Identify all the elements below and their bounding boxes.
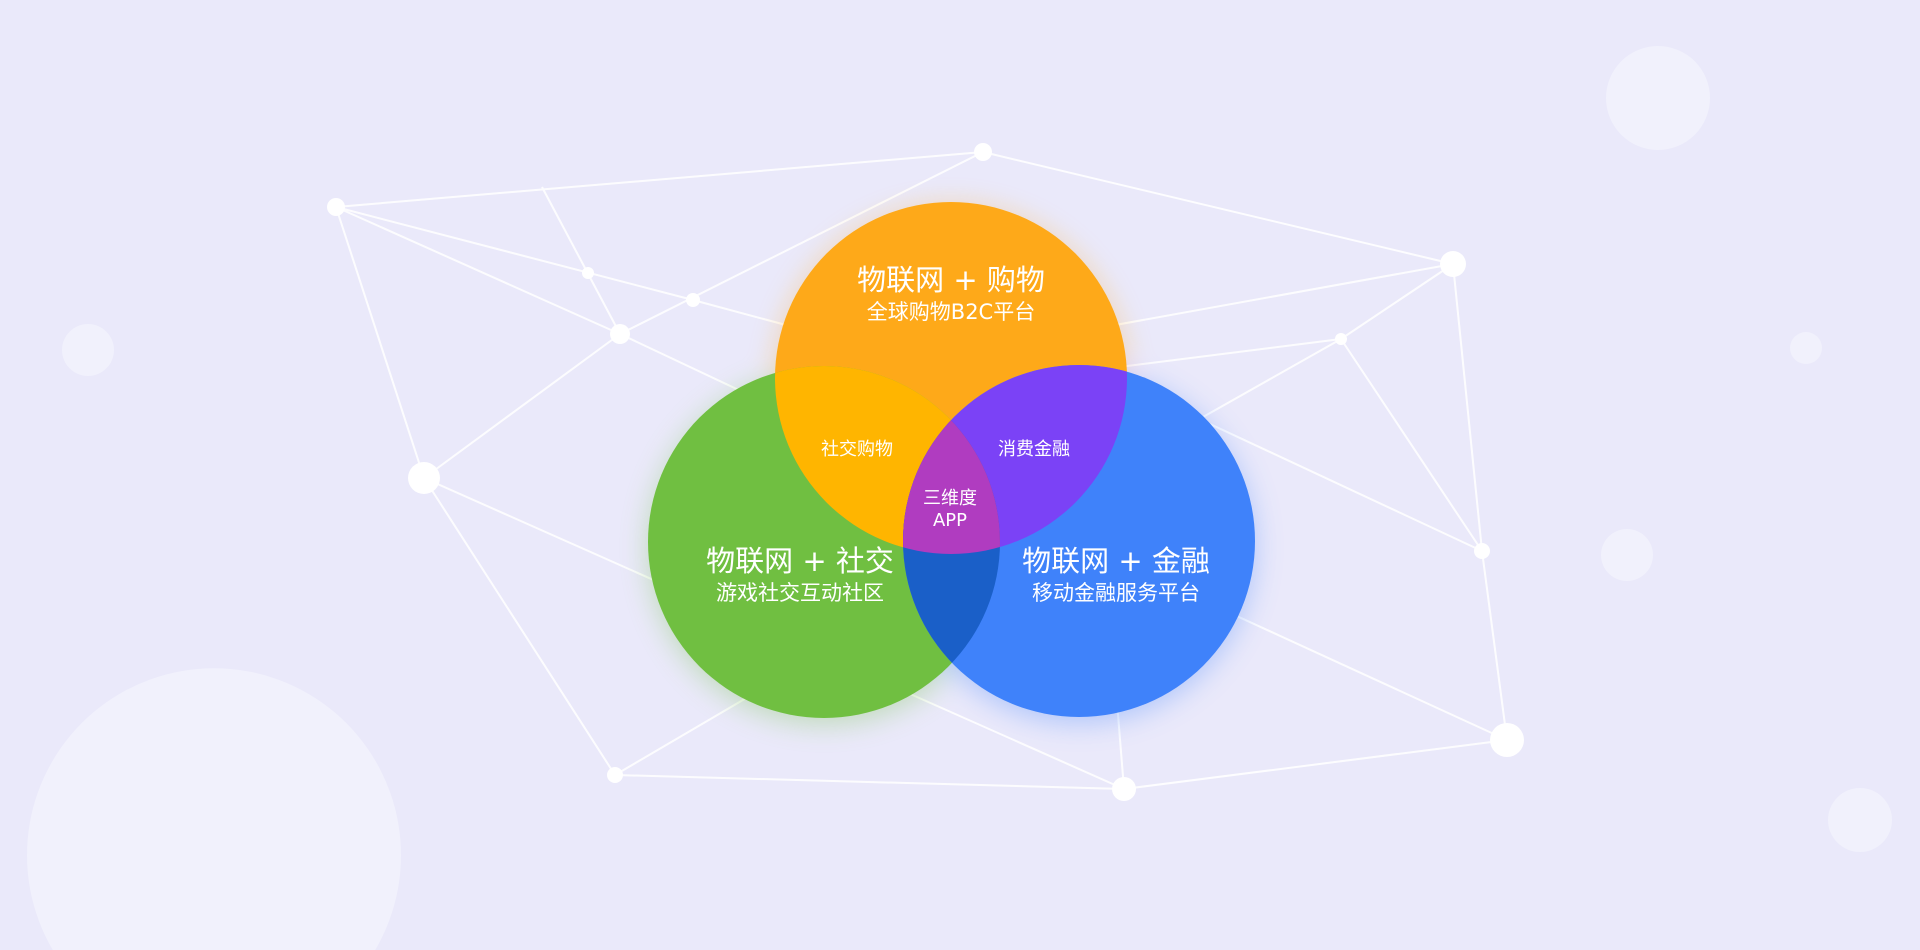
center-label-line2: APP bbox=[932, 510, 968, 531]
deco-bubbles bbox=[27, 46, 1892, 950]
deco-bubble bbox=[62, 324, 114, 376]
network-node bbox=[607, 767, 623, 783]
social-shopping-label: 社交购物 bbox=[821, 439, 893, 460]
network-nodes bbox=[327, 143, 1524, 801]
deco-bubble bbox=[1606, 46, 1710, 150]
social-label: 物联网 + 社交 游戏社交互动社区 bbox=[706, 543, 894, 607]
shopping-title: 物联网 + 购物 bbox=[857, 263, 1045, 297]
center-label: 三维度 APP bbox=[923, 488, 977, 532]
finance-subtitle: 移动金融服务平台 bbox=[1032, 581, 1200, 605]
network-node bbox=[1490, 723, 1524, 757]
network-node bbox=[1474, 543, 1490, 559]
finance-title: 物联网 + 金融 bbox=[1022, 544, 1210, 578]
deco-bubble bbox=[1790, 332, 1822, 364]
finance-label: 物联网 + 金融 移动金融服务平台 bbox=[1022, 543, 1210, 607]
social-title: 物联网 + 社交 bbox=[706, 544, 894, 578]
network-node bbox=[974, 143, 992, 161]
network-node bbox=[686, 293, 700, 307]
deco-bubble bbox=[1828, 788, 1892, 852]
network-node bbox=[408, 462, 440, 494]
network-node bbox=[1112, 777, 1136, 801]
network-node bbox=[610, 324, 630, 344]
social-subtitle: 游戏社交互动社区 bbox=[716, 581, 884, 605]
network-node bbox=[1335, 333, 1347, 345]
venn-diagram bbox=[648, 202, 1255, 718]
consumer-finance-label: 消费金融 bbox=[998, 439, 1070, 460]
deco-bubble bbox=[1601, 529, 1653, 581]
shopping-label: 物联网 + 购物 全球购物B2C平台 bbox=[857, 262, 1045, 326]
network-node bbox=[582, 267, 594, 279]
center-label-line1: 三维度 bbox=[923, 488, 977, 509]
network-node bbox=[327, 198, 345, 216]
network-node bbox=[1440, 251, 1466, 277]
deco-bubble bbox=[27, 668, 401, 950]
shopping-subtitle: 全球购物B2C平台 bbox=[866, 300, 1036, 324]
